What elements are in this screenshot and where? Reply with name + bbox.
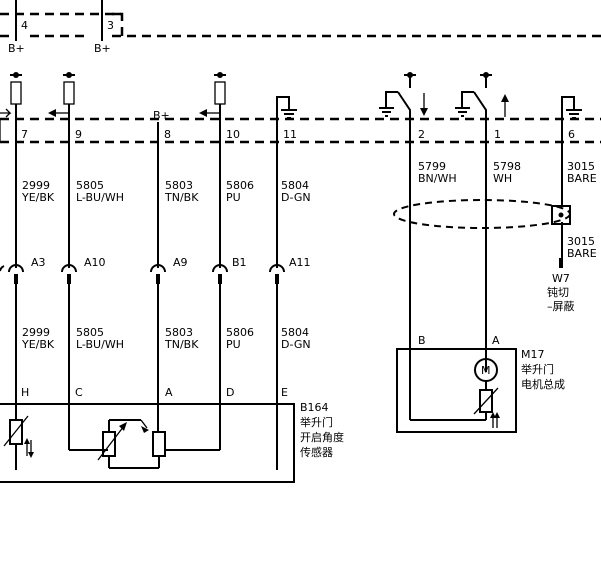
upper-wire-labels: 2999 YE/BK 5805 L-BU/WH 5803 TN/BK 5806 … (21, 160, 597, 204)
sensor-pin-e: E (281, 386, 288, 399)
pin-10: 10 (226, 128, 240, 141)
pin-9: 9 (75, 128, 82, 141)
relay-switches (379, 72, 582, 130)
shield-drain-color: BARE (567, 247, 597, 260)
connector-b1: B1 (232, 256, 247, 269)
module-internal (0, 72, 297, 130)
sensor-b164 (0, 403, 295, 483)
wire-2999-color: YE/BK (21, 191, 55, 204)
motor-m17 (396, 348, 517, 433)
lower-wire-2999-circuit: 2999 (22, 326, 50, 339)
connector-a3: A3 (31, 256, 46, 269)
sensor-pin-labels: H C A D E (21, 386, 288, 399)
wire-5805-color: L-BU/WH (76, 191, 124, 204)
motor-id: M17 (521, 348, 545, 361)
ground-ref-id: W7 (552, 272, 570, 285)
supply-b-plus-left: B+ (8, 42, 25, 55)
shield-ellipse (393, 199, 571, 229)
wire-5803-color: TN/BK (164, 191, 199, 204)
ground-ref-line1: 钝切 (547, 285, 569, 299)
motor-name-1: 举升门 (521, 362, 554, 376)
sensor-pin-a: A (165, 386, 173, 399)
wire-5799-color: BN/WH (418, 172, 457, 185)
connector-a10: A10 (84, 256, 106, 269)
lower-wire-5805-circuit: 5805 (76, 326, 104, 339)
pin-2: 2 (418, 128, 425, 141)
sensor-name-2: 开启角度 (300, 430, 344, 444)
wire-5805-circuit: 5805 (76, 179, 104, 192)
wire-5799-circuit: 5799 (418, 160, 446, 173)
shield-drain-circuit: 3015 (567, 235, 595, 248)
lower-wire-5804-color: D-GN (281, 338, 311, 351)
inline-connectors (0, 264, 285, 284)
motor-pin-a: A (492, 334, 500, 347)
sensor-pin-h: H (21, 386, 29, 399)
wire-3015-circuit: 3015 (567, 160, 595, 173)
lower-wire-5803-circuit: 5803 (165, 326, 193, 339)
connector-a9: A9 (173, 256, 188, 269)
main-connector (0, 117, 601, 144)
wire-5806-circuit: 5806 (226, 179, 254, 192)
pin-4: 4 (21, 19, 28, 32)
pin-6: 6 (568, 128, 575, 141)
upper-pin-labels: 7 9 8 10 11 2 1 6 (21, 128, 575, 141)
wire-5804-circuit: 5804 (281, 179, 309, 192)
sensor-name-3: 传感器 (300, 446, 333, 459)
ground-ref-line2: –屏蔽 (547, 300, 575, 313)
wire-5806-color: PU (226, 191, 241, 204)
sensor-pin-c: C (75, 386, 83, 399)
sensor-id: B164 (300, 401, 329, 414)
sensor-name-1: 举升门 (300, 415, 333, 429)
connector-a11: A11 (289, 256, 311, 269)
pin-1: 1 (494, 128, 501, 141)
top-connector: 4 3 B+ B+ (0, 0, 601, 55)
b-plus-mid-label: B+ (153, 109, 170, 122)
motor-symbol: M (481, 364, 491, 377)
sensor-pin-d: D (226, 386, 234, 399)
pin-3: 3 (107, 19, 114, 32)
wire-5804-color: D-GN (281, 191, 311, 204)
motor-pin-b: B (418, 334, 426, 347)
lower-wire-labels: 2999 YE/BK 5805 L-BU/WH 5803 TN/BK 5806 … (21, 326, 311, 351)
wire-3015-color: BARE (567, 172, 597, 185)
lower-wire-5805-color: L-BU/WH (76, 338, 124, 351)
wires-lower (15, 284, 278, 470)
lower-wire-5806-circuit: 5806 (226, 326, 254, 339)
wire-5803-circuit: 5803 (165, 179, 193, 192)
motor-name-2: 电机总成 (521, 377, 565, 391)
wire-2999-circuit: 2999 (22, 179, 50, 192)
pin-7: 7 (21, 128, 28, 141)
supply-b-plus-right: B+ (94, 42, 111, 55)
lower-wire-5804-circuit: 5804 (281, 326, 309, 339)
pin-8: 8 (164, 128, 171, 141)
wire-5798-color: WH (493, 172, 512, 185)
wires-upper (15, 130, 563, 420)
pin-11: 11 (283, 128, 297, 141)
lower-wire-5806-color: PU (226, 338, 241, 351)
wire-5798-circuit: 5798 (493, 160, 521, 173)
lower-wire-5803-color: TN/BK (164, 338, 199, 351)
lower-wire-2999-color: YE/BK (21, 338, 55, 351)
